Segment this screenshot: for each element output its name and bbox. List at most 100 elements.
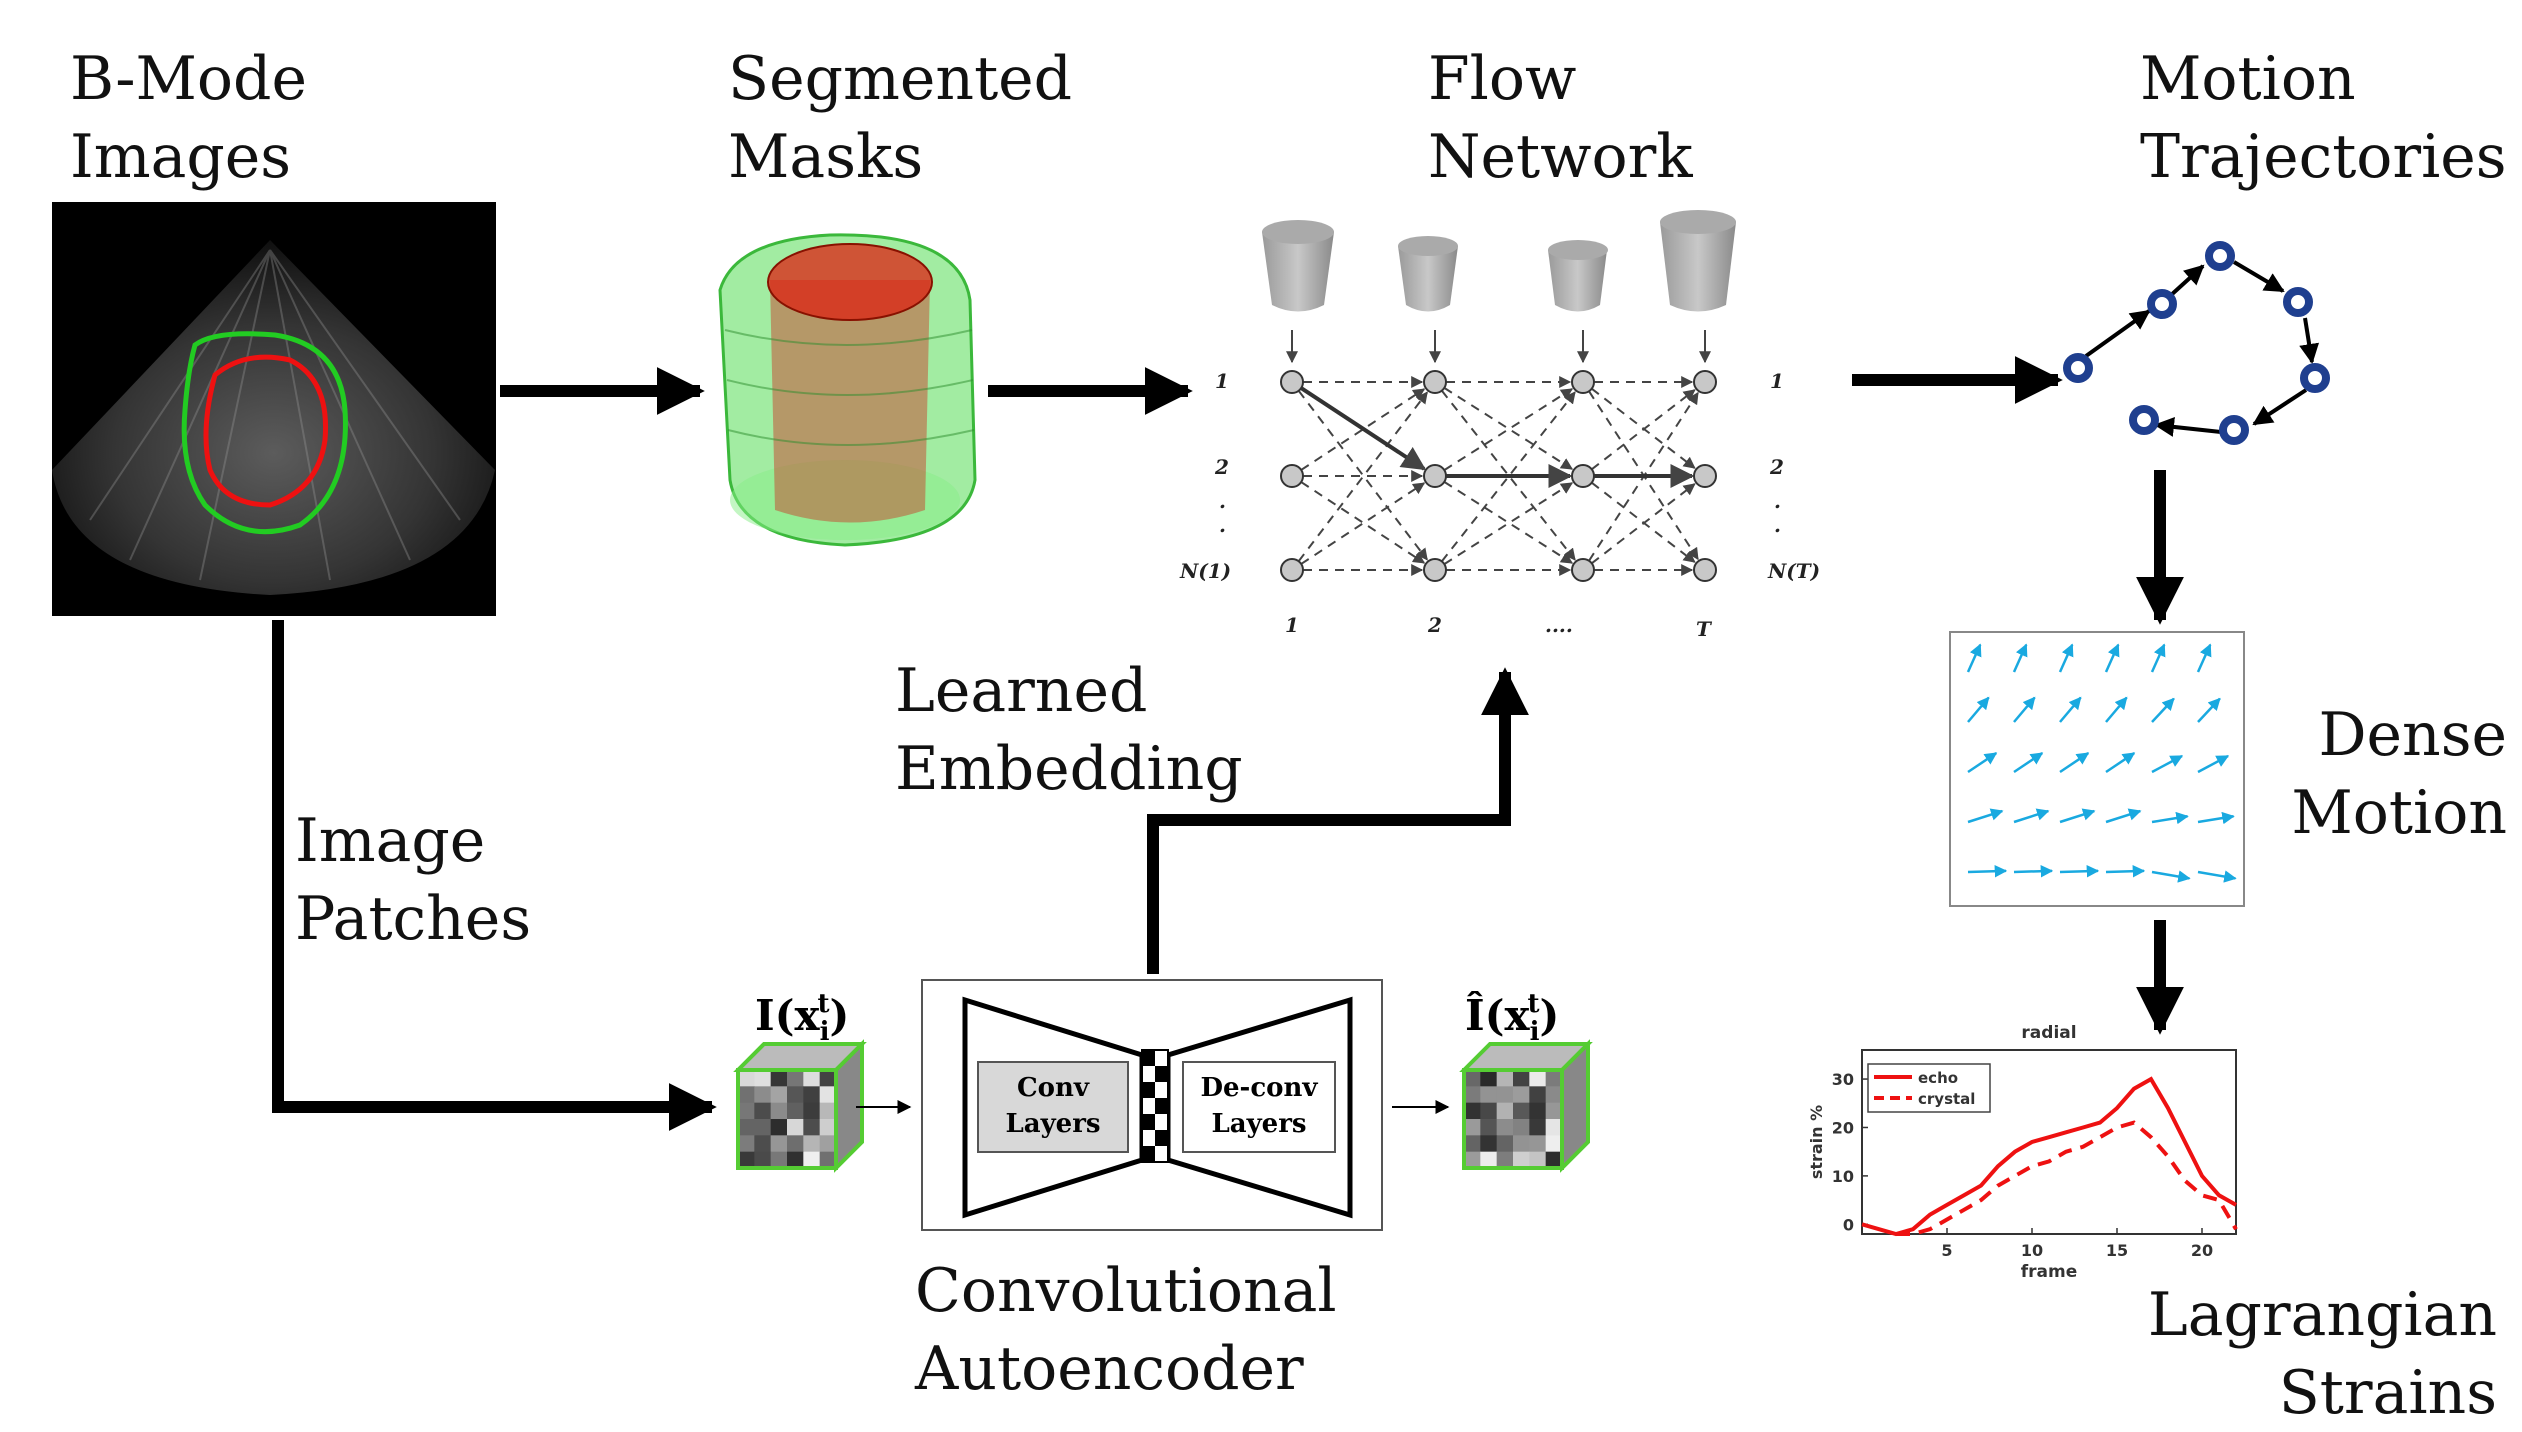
network-node [1693,464,1717,488]
motion-vector [2059,752,2090,774]
epicardium-contour [181,331,348,535]
bmode-image [52,202,496,616]
x-tick-label: 10 [2021,1241,2043,1260]
row-label-left: 1 [1215,369,1229,393]
motion-vector [2104,643,2120,673]
motion-vector [2058,643,2074,673]
motion-vector [2197,697,2221,723]
input-patch-label: I(xit) [755,989,849,1047]
segmented-mask-volume [718,233,977,547]
network-node [1571,370,1595,394]
deconv-layers-box [1182,1061,1336,1153]
network-node [1423,370,1447,394]
series-echo [1861,1076,2237,1237]
row-label-right: 1 [1770,369,1784,393]
legend-echo: echo [1918,1069,1958,1087]
x-tick-label: 15 [2106,1241,2128,1260]
col-label: 2 [1427,613,1442,637]
chart-ylabel: strain % [1807,1105,1826,1179]
svg-text:I(xit): I(xit) [755,989,849,1047]
row-label-right: . [1774,513,1781,537]
cup-icon [1548,240,1608,312]
cup-icons [1262,210,1736,312]
network-edge [1441,391,1576,562]
motion-vector [2013,752,2044,774]
row-label-left: 2 [1214,455,1229,479]
network-node [1571,464,1595,488]
motion-vector [2151,754,2184,774]
bottleneck [1141,1049,1169,1163]
series-crystal [1896,1120,2238,1236]
chart-legend: echo crystal [1867,1063,1991,1113]
row-label-left: . [1219,513,1226,537]
motion-vector [1967,808,2004,824]
conv-layers-box [977,1061,1129,1153]
network-edge [1300,388,1426,471]
chart-xlabel: frame [2021,1262,2078,1282]
motion-vector [2196,643,2212,673]
x-tick-label: 20 [2191,1241,2213,1260]
trajectory-point [2147,289,2177,319]
motion-vector [2151,811,2189,825]
motion-vector [2059,808,2096,824]
svg-text:Î(xit): Î(xit) [1465,989,1559,1047]
pipeline-arrows [272,356,2184,1131]
network-node [1693,370,1717,394]
input-patch-cube [733,1039,867,1173]
network-edge [1297,391,1428,562]
cup-icon [1398,236,1458,312]
row-label-right: N(T) [1767,559,1820,583]
endocardium-contour [203,354,329,508]
trajectory-point [2219,415,2249,445]
output-patch-label: Î(xit) [1465,989,1559,1047]
network-edge-selected [1300,386,1427,471]
y-tick-label: 0 [1843,1215,1854,1234]
network-node [1693,558,1717,582]
motion-vector [2105,696,2128,723]
motion-trajectory [2063,241,2330,445]
motion-vector [1966,643,1982,673]
trajectory-point [2283,287,2313,317]
motion-vector [2059,864,2100,878]
network-node [1571,558,1595,582]
network-node [1423,464,1447,488]
flow-network: 1 2 . . N(1) 1 2 . . N(T) 1 2 .... T [1179,210,1820,641]
autoencoder-block: Conv Layers De-conv Layers [921,979,1383,1231]
motion-vector [1967,864,2008,878]
motion-vector [2013,864,2054,878]
col-label: .... [1545,613,1573,637]
motion-vector [1967,752,1998,774]
cup-icon [1660,210,1736,312]
y-tick-label: 30 [1832,1070,1854,1089]
col-label: 1 [1285,613,1299,637]
network-edge [1441,390,1576,561]
dense-motion-field [1949,631,2245,907]
legend-crystal: crystal [1918,1090,1975,1108]
output-patch-cube [1459,1039,1593,1173]
motion-vector [2012,643,2028,673]
network-node [1280,464,1304,488]
trajectory-point [2129,405,2159,435]
network-edge [1591,483,1696,565]
cup-icon [1262,220,1334,312]
motion-vector [2105,752,2136,774]
motion-vector [2197,870,2237,883]
row-label-left: N(1) [1179,559,1231,583]
conv-layers-label: Conv [1017,1073,1090,1103]
trajectory-point [2205,241,2235,271]
motion-vector [2197,811,2235,825]
deconv-layers-label: De-conv [1200,1073,1318,1103]
network-edge [1300,482,1426,565]
network-node [1280,370,1304,394]
conv-layers-label: Layers [1005,1109,1100,1139]
motion-vector [1967,696,1990,723]
